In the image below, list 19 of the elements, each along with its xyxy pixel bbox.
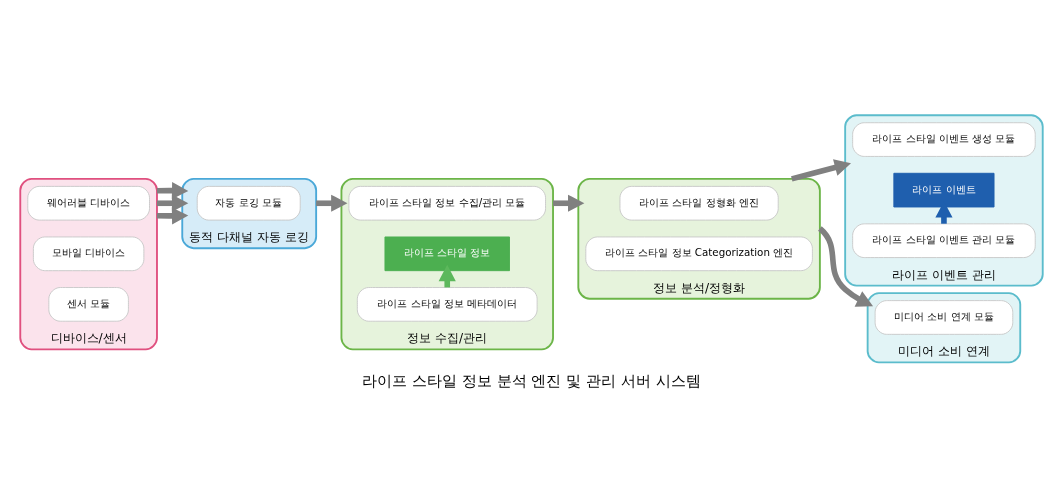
node-box: 모바일 디바이스: [32, 236, 145, 271]
node-box: 라이프 스타일 정형화 엔진: [619, 185, 779, 221]
node-box: 라이프 스타일 이벤트 관리 모듈: [852, 222, 1036, 258]
caption: 라이프 스타일 정보 분석 엔진 및 관리 서버 시스템: [362, 371, 701, 390]
node-box: 자동 로깅 모듈: [196, 185, 301, 221]
node-box: 라이프 스타일 이벤트 생성 모듈: [852, 121, 1036, 157]
arrow: [791, 158, 851, 182]
node-box: 라이프 스타일 정보: [384, 236, 510, 271]
arrow: [157, 194, 189, 212]
node-box: 웨어러블 디바이스: [27, 185, 150, 221]
node-box: 라이프 이벤트: [893, 172, 995, 207]
node-box: 라이프 스타일 정보 Categorization 엔진: [585, 236, 813, 271]
node-box: 미디어 소비 연계 모듈: [874, 299, 1014, 335]
arrow: [316, 194, 348, 212]
node-box: 라이프 스타일 정보 수집/관리 모듈: [348, 185, 546, 221]
node-box: 라이프 스타일 정보 메타데이터: [356, 286, 538, 322]
arrow: [817, 226, 874, 307]
node-box: 센서 모듈: [48, 286, 129, 322]
arrow: [553, 194, 585, 212]
